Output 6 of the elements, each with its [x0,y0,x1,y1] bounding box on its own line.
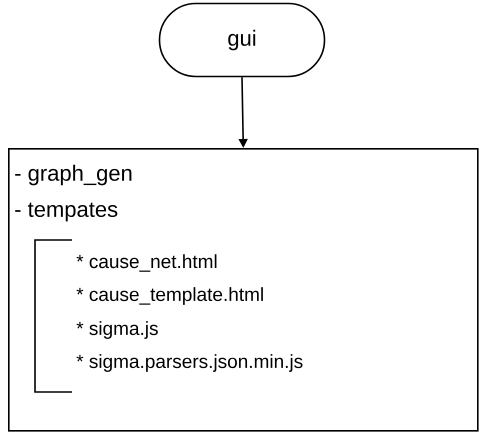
list-item: * sigma.js [76,321,158,339]
list-item: * cause_net.html [76,254,216,272]
list-item: * cause_template.html [76,287,263,305]
list-item: * sigma.parsers.json.min.js [76,354,302,372]
list-item: - graph_gen [15,164,132,186]
list-item: - tempates [15,202,118,222]
